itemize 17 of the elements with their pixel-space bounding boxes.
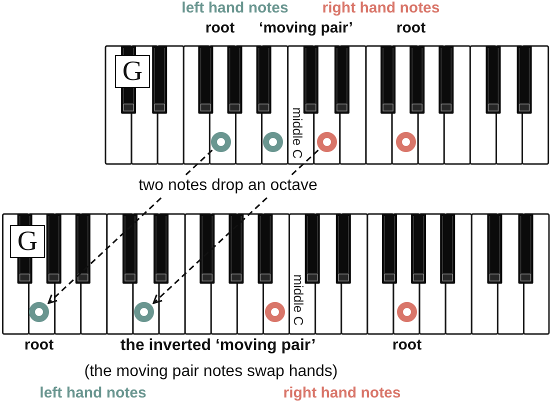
hand-group-label: left hand notes [40, 384, 146, 404]
dashed-arrow [152, 150, 319, 304]
caption-text: (the moving pair notes swap hands) [84, 362, 338, 382]
note-label: the inverted ‘moving pair’ [120, 336, 316, 356]
key-label: middle C [290, 274, 306, 326]
hand-group-label: right hand notes [322, 0, 440, 18]
hand-group-label: right hand notes [283, 384, 401, 404]
key-name-box: G [115, 55, 150, 88]
dashed-arrow [48, 150, 213, 304]
note-label: root [396, 20, 426, 38]
hand-group-label: left hand notes [182, 0, 288, 18]
note-label: root [392, 336, 422, 356]
key-label: middle C [289, 107, 306, 159]
note-label: root [24, 336, 54, 356]
note-label: ‘moving pair’ [259, 20, 353, 38]
note-label: root [205, 20, 235, 38]
key-name-box: G [10, 225, 45, 258]
